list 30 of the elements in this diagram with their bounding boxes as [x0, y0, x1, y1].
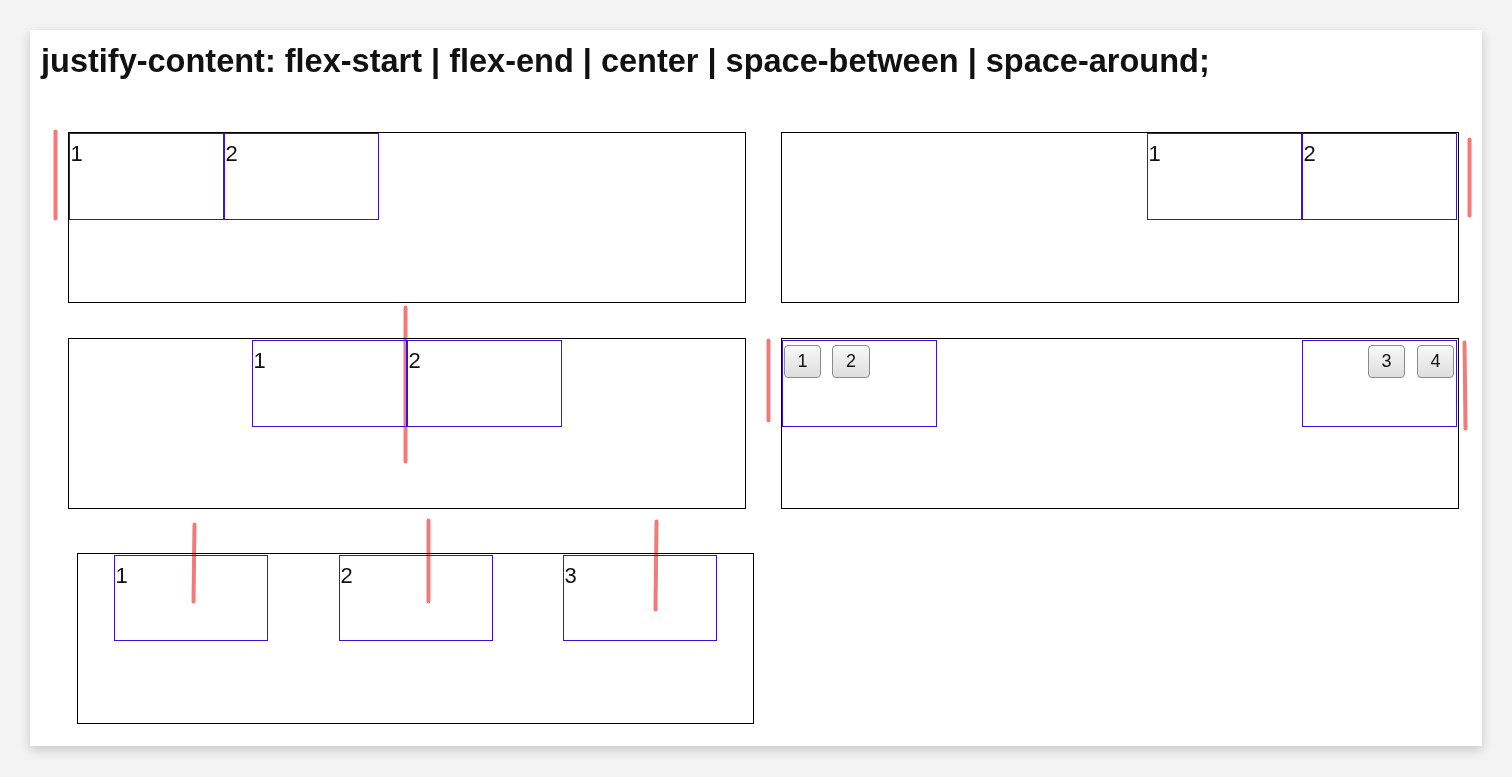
number-button: 1 — [784, 345, 821, 378]
item-number: 1 — [253, 349, 266, 372]
title: justify-content: flex-start | flex-end | center | space-between | space-around; — [41, 42, 1210, 80]
flex-item — [1301, 339, 1457, 427]
item-number: 2 — [225, 142, 238, 165]
item-number: 2 — [408, 349, 421, 372]
flex-container — [781, 132, 1459, 303]
flex-item — [1301, 132, 1457, 220]
number-button: 3 — [1368, 345, 1405, 378]
flex-container — [68, 338, 746, 509]
item-number: 2 — [340, 564, 353, 587]
flex-item — [1146, 132, 1302, 220]
flex-item — [223, 132, 379, 220]
item-number: 1 — [70, 142, 83, 165]
flex-item — [251, 339, 407, 427]
flex-container — [781, 338, 1459, 509]
item-number: 1 — [1148, 142, 1161, 165]
number-button: 4 — [1417, 345, 1454, 378]
item-number: 2 — [1303, 142, 1316, 165]
flex-item — [562, 554, 717, 641]
flex-item — [113, 554, 268, 641]
flex-container — [68, 132, 746, 303]
flex-container — [77, 553, 754, 724]
flex-item — [68, 132, 224, 220]
number-button: 2 — [832, 345, 870, 378]
item-number: 3 — [564, 564, 577, 587]
flex-item — [781, 339, 937, 427]
flex-item — [406, 339, 562, 427]
item-number: 1 — [115, 564, 128, 587]
flex-item — [338, 554, 493, 641]
